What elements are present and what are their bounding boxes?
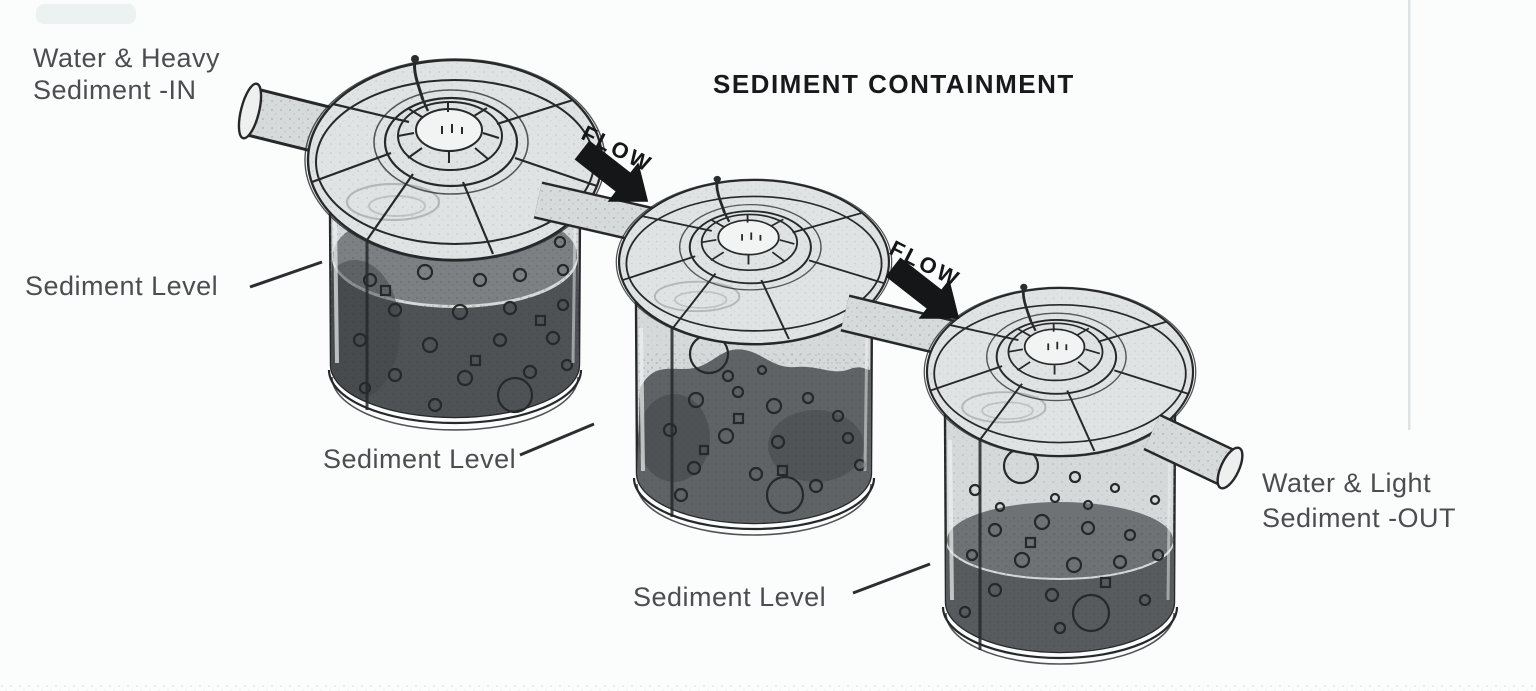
inlet-label: Water & Heavy Sediment -IN bbox=[33, 42, 220, 106]
sediment-level-label-1: Sediment Level bbox=[25, 271, 219, 301]
settling-tank-2 bbox=[614, 174, 894, 536]
outlet-pipe-end-cap bbox=[1216, 446, 1244, 490]
settling-tank-3 bbox=[922, 282, 1198, 665]
leader-line-sediment-2 bbox=[519, 422, 595, 457]
diagram-title: SEDIMENT CONTAINMENT bbox=[713, 69, 1075, 99]
settling-tank-1 bbox=[303, 53, 607, 431]
outlet-label-line2: Sediment -OUT bbox=[1262, 503, 1457, 533]
tank-2-bubbles bbox=[662, 333, 867, 515]
inlet-pipe-end-cap bbox=[237, 82, 263, 140]
leader-line-sediment-1 bbox=[249, 260, 323, 289]
flow-arrow-icon-1 bbox=[574, 140, 649, 202]
outlet-label: Water & Light Sediment -OUT bbox=[1262, 466, 1456, 536]
tank-3-sediment bbox=[946, 502, 1174, 652]
outlet-label-line1: Water & Light bbox=[1262, 468, 1432, 498]
inlet-label-line1: Water & Heavy bbox=[33, 43, 221, 73]
sediment-level-label-2: Sediment Level bbox=[323, 444, 517, 474]
tank-3-bubbles bbox=[958, 447, 1165, 635]
tank-1-lid bbox=[303, 53, 607, 263]
inlet-label-line2: Sediment -IN bbox=[33, 75, 197, 105]
leader-line-sediment-3 bbox=[852, 562, 931, 595]
flow-arrow-icon-2 bbox=[885, 257, 960, 319]
sediment-level-label-3: Sediment Level bbox=[633, 582, 827, 612]
tank-1-bubbles bbox=[352, 211, 574, 414]
outlet-pipe bbox=[1143, 413, 1244, 490]
